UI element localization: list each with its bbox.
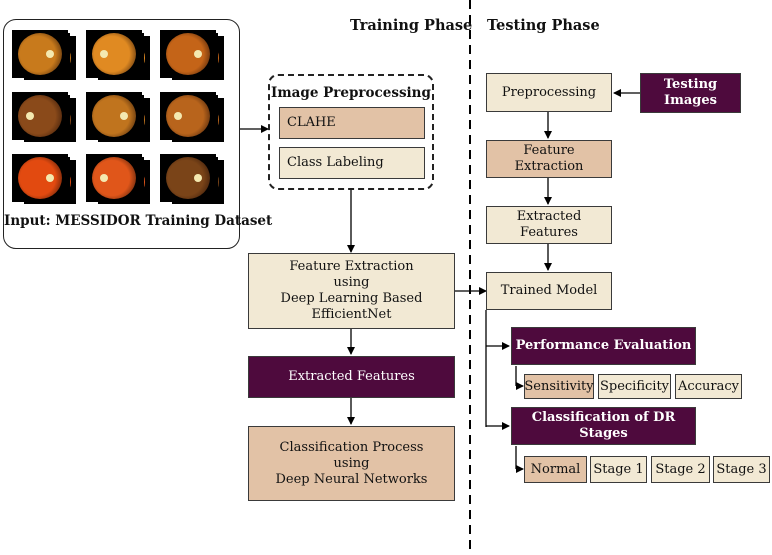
dataset-panel: Input: MESSIDOR Training Dataset: [3, 19, 273, 249]
image-preprocessing-group: Image Preprocessing CLAHE Class Labeling: [268, 74, 434, 190]
testing-phase-title: Testing Phase: [487, 17, 600, 34]
optic-disc: [100, 174, 108, 182]
fundus-image: [86, 92, 142, 140]
fundus-thumbnail-stack: [12, 154, 82, 210]
fundus-image: [160, 154, 216, 202]
training-feature-extraction: Feature Extraction using Deep Learning B…: [248, 253, 455, 329]
metric-sensitivity: Sensitivity: [524, 374, 594, 399]
training-phase-title: Training Phase: [350, 17, 473, 34]
fundus-thumbnail-stack: [160, 154, 230, 210]
metric-accuracy: Accuracy: [675, 374, 742, 399]
dataset-caption: Input: MESSIDOR Training Dataset: [4, 213, 273, 229]
trained-model: Trained Model: [486, 272, 612, 310]
optic-disc: [46, 50, 54, 58]
stage-3: Stage 3: [713, 456, 770, 483]
testing-preprocessing: Preprocessing: [486, 73, 612, 112]
classification-line-1: Classification Process: [279, 439, 424, 455]
fundus-thumbnail-stack: [86, 92, 156, 148]
dr-stage-classification: Classification of DR Stages: [511, 407, 696, 445]
fundus-image: [12, 92, 68, 140]
fundus-image: [86, 30, 142, 78]
optic-disc: [194, 174, 202, 182]
fundus-thumbnail-stack: [160, 30, 230, 86]
testing-images: Testing Images: [640, 73, 741, 113]
clahe-step: CLAHE: [279, 107, 425, 139]
optic-disc: [194, 50, 202, 58]
optic-disc: [46, 174, 54, 182]
optic-disc: [26, 112, 34, 120]
optic-disc: [174, 112, 182, 120]
classification-process: Classification Process using Deep Neural…: [248, 426, 455, 501]
metric-specificity: Specificity: [598, 374, 671, 399]
fundus-image: [86, 154, 142, 202]
optic-disc: [120, 112, 128, 120]
fundus-thumbnail-stack: [86, 154, 156, 210]
feature-extraction-line-2: using: [333, 275, 370, 290]
image-preprocessing-title: Image Preprocessing: [271, 85, 431, 101]
stage-1: Stage 1: [590, 456, 647, 483]
classification-line-3: Deep Neural Networks: [275, 471, 428, 487]
training-extracted-features: Extracted Features: [248, 356, 455, 398]
fundus-image: [12, 154, 68, 202]
fundus-image: [12, 30, 68, 78]
testing-extracted-features: Extracted Features: [486, 206, 612, 244]
class-labeling-step: Class Labeling: [279, 147, 425, 179]
fundus-thumbnail-stack: [86, 30, 156, 86]
fundus-thumbnail-stack: [160, 92, 230, 148]
fundus-thumbnail-stack: [12, 92, 82, 148]
feature-extraction-line-1: Feature Extraction: [289, 259, 414, 274]
performance-evaluation: Performance Evaluation: [511, 327, 696, 365]
stage-2: Stage 2: [651, 456, 710, 483]
fundus-image: [160, 30, 216, 78]
stage-normal: Normal: [524, 456, 587, 483]
fundus-thumbnail-stack: [12, 30, 82, 86]
feature-extraction-line-3: Deep Learning Based EfficientNet: [280, 291, 423, 322]
optic-disc: [100, 50, 108, 58]
fundus-image: [160, 92, 216, 140]
testing-feature-extraction: Feature Extraction: [486, 140, 612, 178]
classification-line-2: using: [333, 455, 370, 471]
